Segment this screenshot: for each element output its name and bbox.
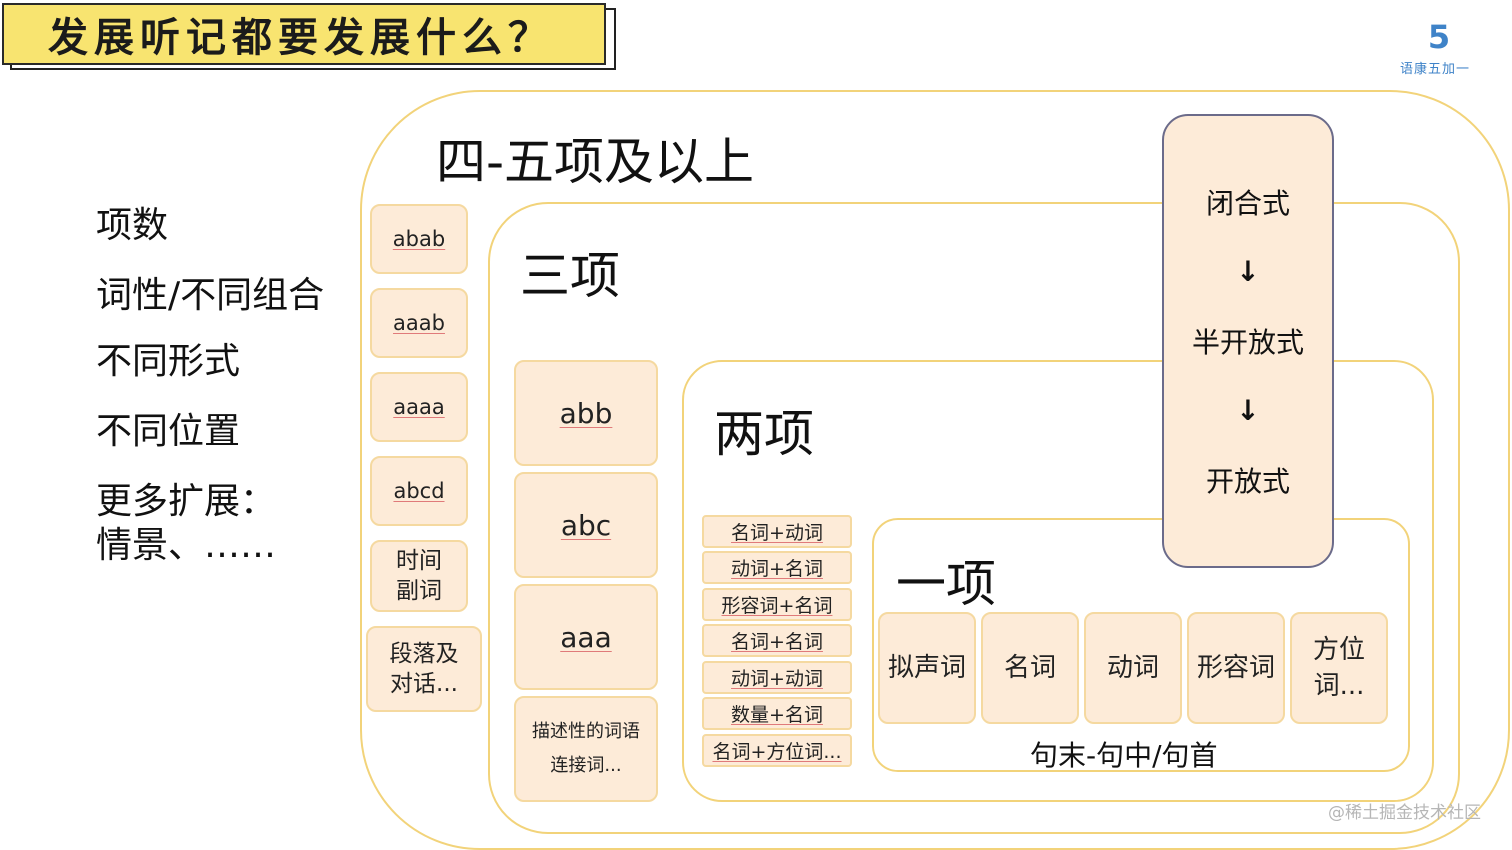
left-item-scene: 情景、…… — [96, 525, 277, 566]
combo-verb-verb: 动词+动词 — [702, 661, 852, 694]
combo-quantity-noun: 数量+名词 — [702, 697, 852, 730]
pos-verb: 动词 — [1084, 612, 1182, 724]
left-item-form: 不同形式 — [96, 341, 241, 382]
arrow-down-icon: ↓ — [1236, 255, 1260, 289]
level-four-plus-title: 四-五项及以上 — [436, 133, 755, 191]
left-item-count: 项数 — [96, 205, 169, 246]
combo-noun-verb: 名词+动词 — [702, 515, 852, 548]
position-caption: 句末-句中/句首 — [1030, 739, 1218, 772]
left-item-more: 更多扩展： — [96, 481, 277, 522]
logo-icon: 5 — [1427, 18, 1451, 56]
combo-adj-noun: 形容词+名词 — [702, 588, 852, 621]
pattern-aaa: aaa — [514, 584, 658, 690]
left-item-pos: 词性/不同组合 — [96, 275, 325, 316]
level-three-title: 三项 — [520, 247, 620, 305]
pattern-abcd: abcd — [370, 456, 468, 526]
combo-verb-noun: 动词+名词 — [702, 551, 852, 584]
form-open: 开放式 — [1205, 464, 1290, 498]
watermark: @稀土掘金技术社区 — [1328, 803, 1481, 823]
pattern-paragraph-dialog: 段落及 对话... — [366, 626, 482, 712]
level-two-title: 两项 — [714, 405, 814, 463]
pattern-aaab: aaab — [370, 288, 468, 358]
form-closed: 闭合式 — [1205, 187, 1290, 221]
pattern-aaaa: aaaa — [370, 372, 468, 442]
pos-locative: 方位 词... — [1290, 612, 1388, 724]
level-one-title: 一项 — [896, 555, 996, 613]
combo-noun-noun: 名词+名词 — [702, 624, 852, 657]
form-progression-box: 闭合式 ↓ 半开放式 ↓ 开放式 — [1162, 114, 1334, 568]
arrow-down-icon: ↓ — [1236, 393, 1260, 427]
pattern-time-adverb: 时间 副词 — [370, 540, 468, 612]
form-semi-open: 半开放式 — [1191, 325, 1304, 359]
logo-text: 语康五加一 — [1400, 62, 1471, 77]
combo-noun-locative: 名词+方位词... — [702, 734, 852, 767]
brand-logo: 5 语康五加一 — [1400, 20, 1490, 80]
pos-noun: 名词 — [981, 612, 1079, 724]
left-item-position: 不同位置 — [96, 411, 241, 452]
pattern-descriptive-connective: 描述性的词语 连接词... — [514, 696, 658, 802]
page-title: 发展听记都要发展什么？ — [2, 3, 606, 65]
pos-adjective: 形容词 — [1187, 612, 1285, 724]
pattern-abb: abb — [514, 360, 658, 466]
pattern-abab: abab — [370, 204, 468, 274]
pos-onomatopoeia: 拟声词 — [878, 612, 976, 724]
pattern-abc: abc — [514, 472, 658, 578]
